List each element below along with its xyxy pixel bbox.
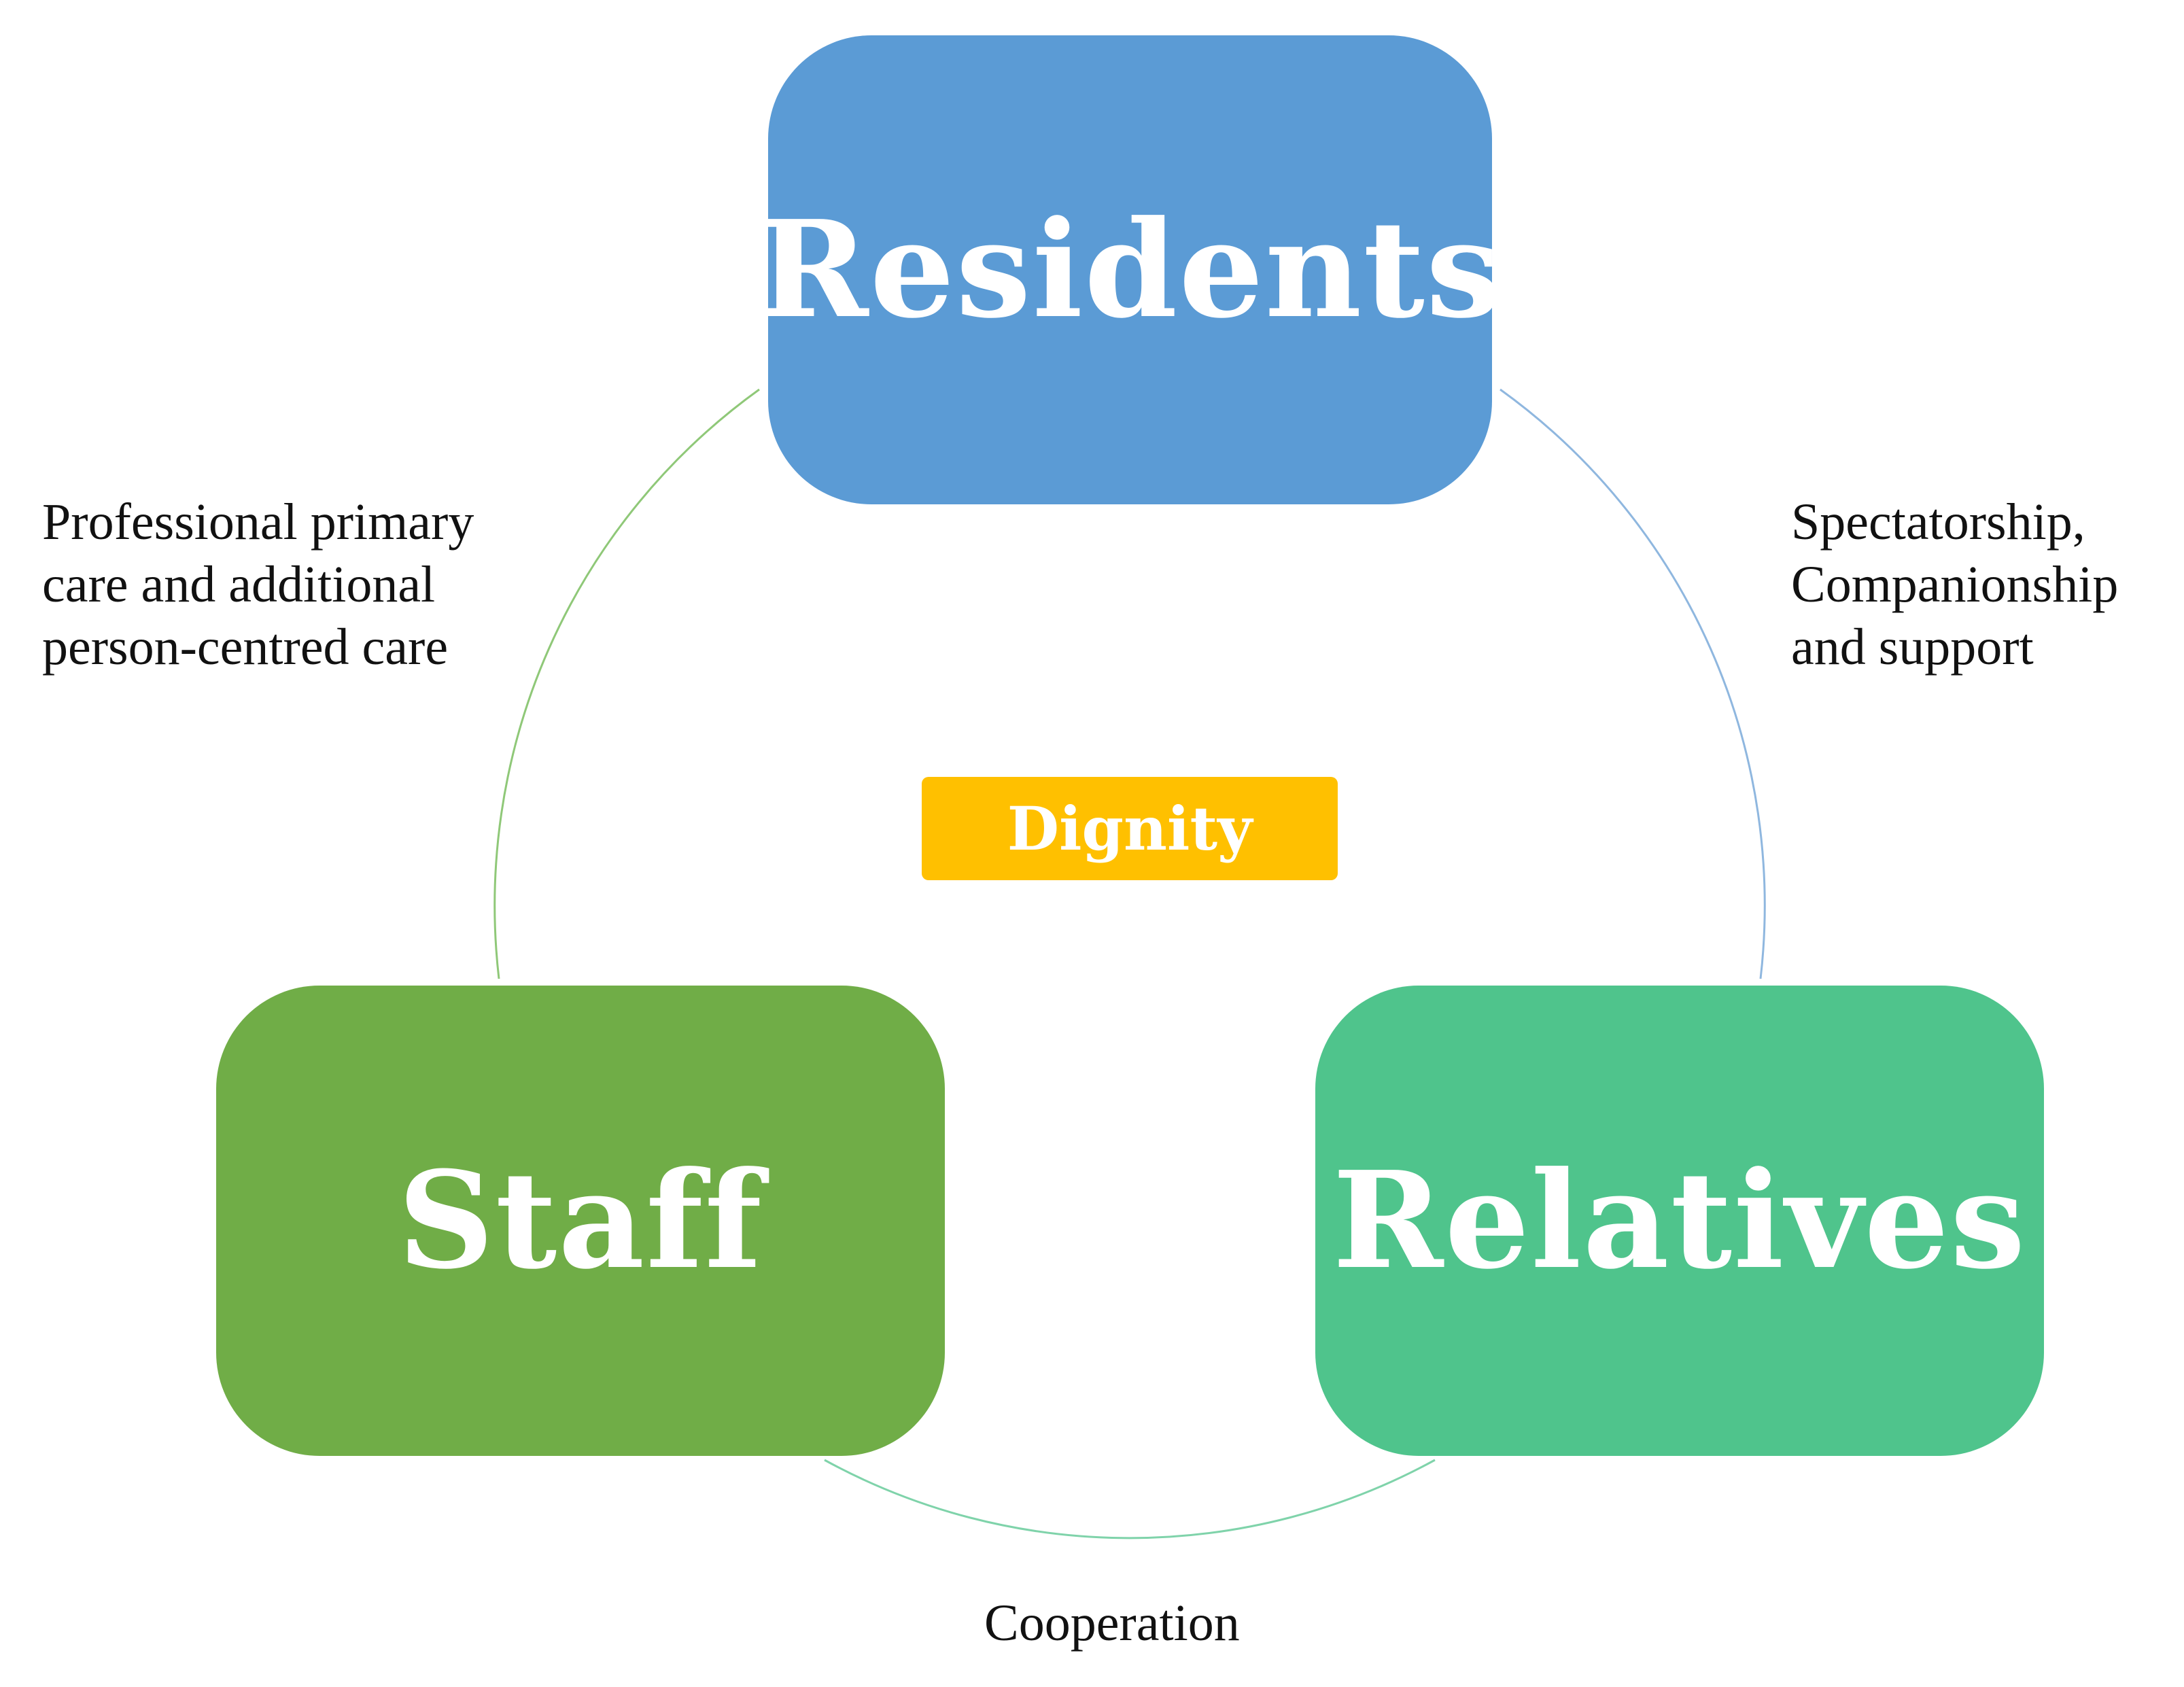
relation-line: Spectatorship, <box>1791 493 2085 551</box>
relation-line: and support <box>1791 619 2034 676</box>
arc-residents-staff <box>493 388 760 979</box>
relation-line: Cooperation <box>984 1595 1240 1652</box>
dignity-label: Dignity <box>1007 793 1253 864</box>
staff-node: Staff <box>216 986 945 1456</box>
residents-label: Residents <box>757 192 1503 348</box>
dignity-badge: Dignity <box>922 777 1338 880</box>
residents-staff-relation: Professional primary care and additional… <box>42 491 474 678</box>
relation-line: person-centred care <box>42 619 449 676</box>
residents-node: Residents <box>758 35 1501 504</box>
relation-line: Companionship <box>1791 556 2119 613</box>
relation-line: Professional primary <box>42 493 474 551</box>
relatives-node: Relatives <box>1315 986 2044 1456</box>
arc-residents-relatives <box>1500 388 1766 979</box>
staff-label: Staff <box>398 1143 763 1299</box>
residents-relatives-relation: Spectatorship, Companionship and support <box>1791 491 2118 678</box>
relatives-label: Relatives <box>1332 1143 2027 1299</box>
relation-line: care and additional <box>42 556 436 613</box>
staff-relatives-relation: Cooperation <box>984 1592 1240 1654</box>
arc-staff-relatives <box>824 1459 1436 1540</box>
